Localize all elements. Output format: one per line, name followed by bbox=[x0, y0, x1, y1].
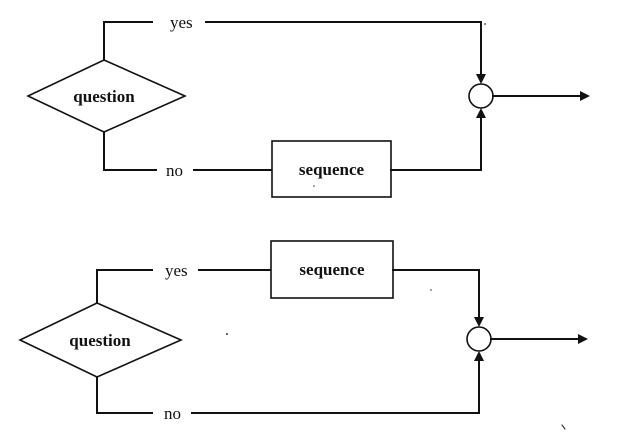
no-branch-line-right bbox=[390, 113, 482, 171]
question-label: question bbox=[73, 87, 135, 106]
yes-branch-line-left bbox=[103, 21, 153, 61]
yes-arrowhead bbox=[474, 317, 484, 327]
yes-label: yes bbox=[165, 261, 188, 280]
no-label: no bbox=[164, 404, 181, 423]
no-label: no bbox=[166, 161, 183, 180]
no-branch-line-right bbox=[191, 356, 480, 414]
yes-label: yes bbox=[170, 13, 193, 32]
scan-speck bbox=[430, 289, 432, 291]
scan-speck bbox=[561, 424, 566, 430]
flowchart-yes-branch-sequence: yes sequence no question bbox=[18, 240, 588, 423]
yes-branch-line-right bbox=[392, 269, 480, 322]
sequence-process-box bbox=[270, 240, 394, 299]
flowchart-no-branch-sequence: yes no sequence question bbox=[26, 13, 590, 198]
no-branch-line-left bbox=[96, 376, 153, 414]
output-arrowhead bbox=[580, 91, 590, 101]
output-arrowhead bbox=[578, 334, 588, 344]
sequence-label: sequence bbox=[299, 160, 365, 179]
question-label: question bbox=[69, 331, 131, 350]
junction-circle bbox=[468, 83, 494, 109]
yes-arrowhead bbox=[476, 74, 486, 84]
scan-speck bbox=[484, 23, 486, 25]
scan-speck bbox=[313, 185, 315, 187]
yes-branch-line-right bbox=[205, 21, 482, 79]
junction-circle bbox=[466, 326, 492, 352]
sequence-label: sequence bbox=[299, 260, 365, 279]
no-arrowhead bbox=[474, 351, 484, 361]
scan-speck bbox=[226, 333, 228, 335]
no-branch-line-left bbox=[103, 131, 157, 171]
yes-branch-line-left bbox=[96, 269, 153, 304]
question-decision-diamond bbox=[18, 302, 183, 378]
question-decision-diamond bbox=[26, 59, 187, 133]
no-arrowhead bbox=[476, 108, 486, 118]
